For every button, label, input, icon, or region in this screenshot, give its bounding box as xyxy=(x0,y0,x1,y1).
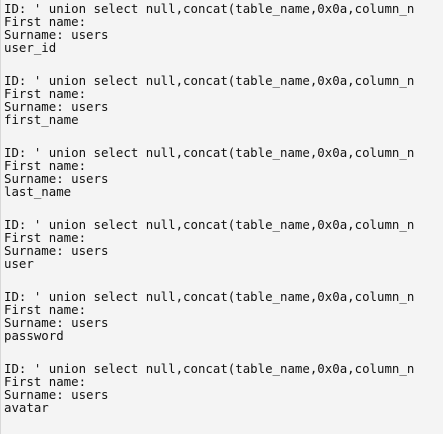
result-block: ID: ' union select null,concat(table_nam… xyxy=(4,290,414,342)
result-surname-line: Surname: users xyxy=(4,387,109,402)
result-column-name: user_id xyxy=(4,40,57,55)
result-block: ID: ' union select null,concat(table_nam… xyxy=(4,74,414,126)
result-first-name-line: First name: xyxy=(4,230,87,245)
result-surname-line: Surname: users xyxy=(4,243,109,258)
result-surname-line: Surname: users xyxy=(4,99,109,114)
result-block: ID: ' union select null,concat(table_nam… xyxy=(4,2,414,54)
result-first-name-line: First name: xyxy=(4,158,87,173)
result-surname-line: Surname: users xyxy=(4,27,109,42)
result-block: ID: ' union select null,concat(table_nam… xyxy=(4,218,414,270)
result-column-name: last_name xyxy=(4,184,72,199)
result-id-line: ID: ' union select null,concat(table_nam… xyxy=(4,289,415,304)
result-block: ID: ' union select null,concat(table_nam… xyxy=(4,362,414,414)
result-first-name-line: First name: xyxy=(4,302,87,317)
result-column-name: avatar xyxy=(4,400,49,415)
result-first-name-line: First name: xyxy=(4,86,87,101)
result-surname-line: Surname: users xyxy=(4,171,109,186)
result-id-line: ID: ' union select null,concat(table_nam… xyxy=(4,361,415,376)
result-id-line: ID: ' union select null,concat(table_nam… xyxy=(4,1,415,16)
result-id-line: ID: ' union select null,concat(table_nam… xyxy=(4,145,415,160)
result-block: ID: ' union select null,concat(table_nam… xyxy=(4,146,414,198)
result-column-name: password xyxy=(4,328,64,343)
result-id-line: ID: ' union select null,concat(table_nam… xyxy=(4,217,415,232)
result-first-name-line: First name: xyxy=(4,374,87,389)
result-surname-line: Surname: users xyxy=(4,315,109,330)
result-column-name: first_name xyxy=(4,112,79,127)
result-column-name: user xyxy=(4,256,34,271)
result-id-line: ID: ' union select null,concat(table_nam… xyxy=(4,73,415,88)
result-first-name-line: First name: xyxy=(4,14,87,29)
